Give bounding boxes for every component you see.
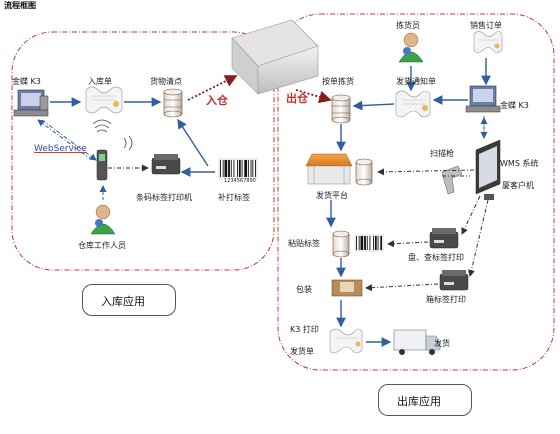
label-picker: 拣货员	[396, 21, 420, 30]
outbound-section-label: 出库应用	[397, 395, 441, 408]
database-icon-inventory	[163, 88, 183, 118]
label-barcode-number: 1234567890	[224, 178, 256, 184]
computer-icon-outbound	[465, 85, 501, 113]
label-erp-outbound: 金蝶 K3	[500, 101, 529, 110]
document-icon-sales-order	[473, 31, 503, 53]
handheld-terminal-icon	[92, 119, 133, 181]
label-inventory: 货物清点	[150, 77, 182, 86]
label-wms: WMS 系统	[500, 159, 539, 168]
printer-icon-box	[439, 270, 469, 291]
label-worker: 仓库工作人员	[78, 241, 126, 250]
database-icon-label	[332, 230, 350, 258]
label-sales-order: 销售订单	[470, 21, 502, 30]
database-icon-platform	[355, 158, 373, 186]
computer-icon-wms	[475, 139, 501, 200]
label-erp-inbound: 金蝶 K3	[12, 77, 41, 86]
person-icon-picker	[398, 32, 424, 63]
label-attach-label: 粘贴标签	[288, 239, 320, 248]
label-platform: 发货平台	[316, 191, 348, 200]
label-relabel: 补打标签	[218, 193, 250, 202]
printer-icon-inbound	[151, 154, 181, 175]
document-icon-ship-notice	[395, 90, 431, 118]
person-icon-worker	[90, 204, 116, 235]
inbound-section-box: 入库应用	[82, 284, 176, 316]
inbound-region	[11, 31, 275, 271]
label-box-print: 箱标签打印	[426, 295, 466, 304]
label-ship: 发货	[434, 339, 450, 348]
label-webservice: WebService	[34, 144, 87, 154]
platform-icon	[305, 153, 353, 185]
label-scanner: 扫描枪	[430, 149, 454, 158]
warehouse-icon	[231, 19, 319, 95]
scanner-gun-icon	[441, 165, 463, 195]
label-pallet-print: 盘、查标签打印	[408, 253, 464, 262]
database-icon-pick	[331, 94, 351, 124]
package-icon	[331, 279, 363, 297]
truck-icon	[393, 329, 441, 355]
label-flow-out: 出仓	[286, 92, 308, 105]
outbound-section-box: 出库应用	[378, 384, 472, 416]
document-icon-receipt	[85, 86, 123, 114]
label-pack: 包装	[296, 285, 312, 294]
label-printer: 条码标签打印机	[136, 193, 192, 202]
inbound-section-label: 入库应用	[101, 295, 145, 308]
label-ship-notice: 发货通知单	[396, 77, 436, 86]
barcode-icon-inbound	[218, 158, 258, 179]
label-receipt: 入库单	[88, 77, 112, 86]
label-k3-print: K3 打印	[290, 325, 319, 334]
label-flow-in: 入仓	[206, 94, 228, 107]
barcode-icon-outbound	[354, 234, 384, 252]
label-pick: 按单拣货	[322, 77, 354, 86]
document-icon-ship-doc	[329, 328, 363, 354]
printer-icon-pallet	[429, 228, 459, 249]
computer-icon-inbound	[13, 89, 49, 117]
label-ship-doc: 发货单	[290, 347, 314, 356]
diagram-title: 流程框图	[4, 1, 36, 10]
label-wms-client: 厦客户机	[502, 181, 534, 190]
outbound-region	[277, 13, 555, 371]
